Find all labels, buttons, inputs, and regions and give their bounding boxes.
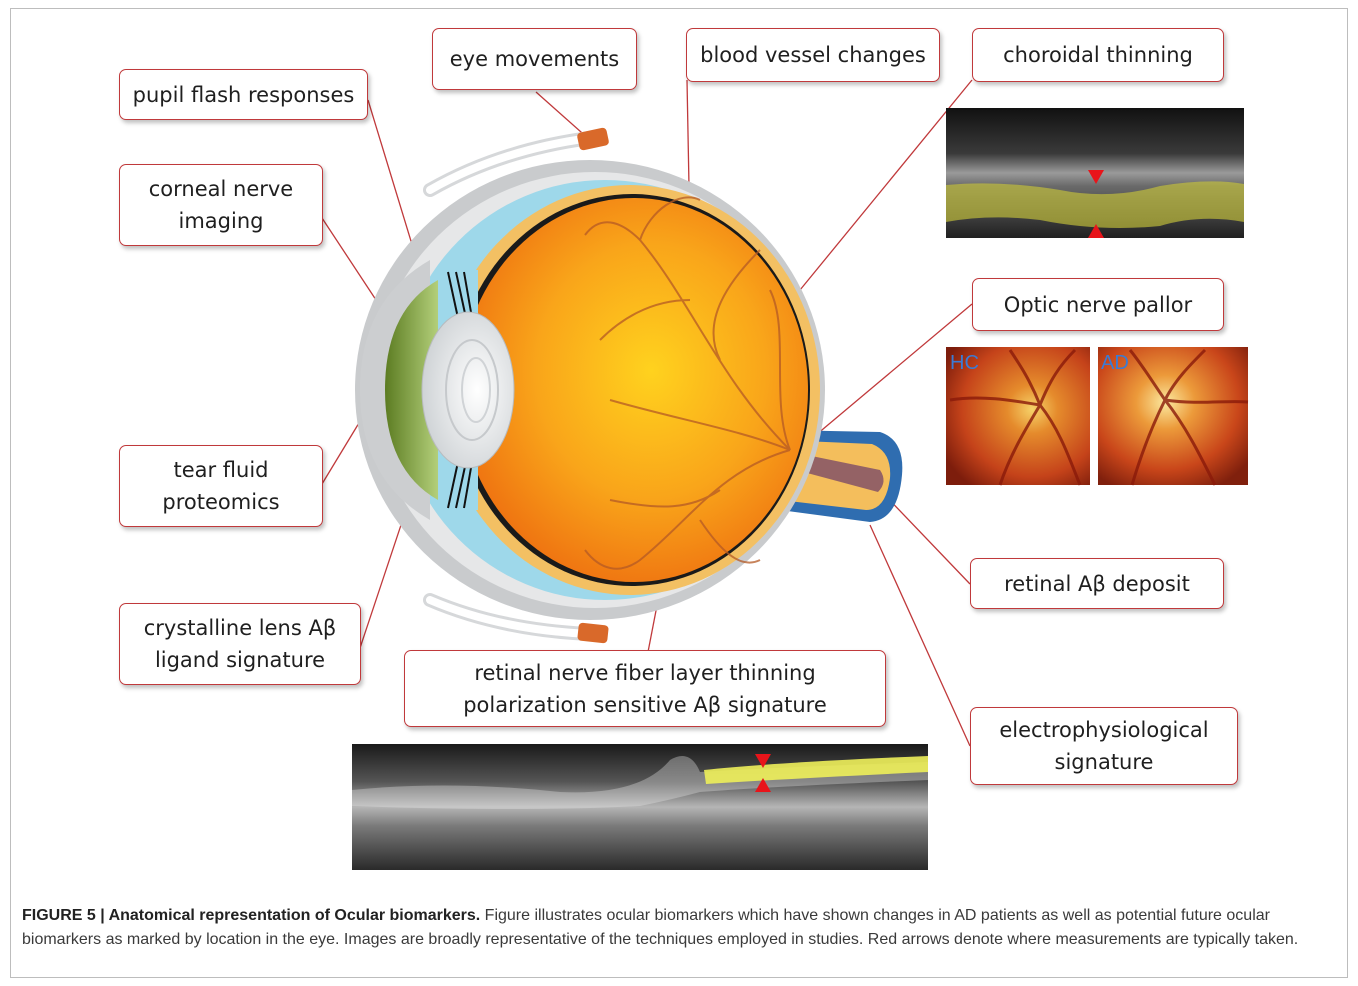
choroid-oct-image xyxy=(946,108,1244,238)
label-tear-line2: proteomics xyxy=(162,486,279,518)
label-rnfl-line2: polarization sensitive Aβ signature xyxy=(463,689,827,721)
label-crystalline-lens: crystalline lens Aβ ligand signature xyxy=(119,603,361,685)
label-tear-line1: tear fluid xyxy=(173,454,268,486)
label-blood-vessel-text: blood vessel changes xyxy=(700,39,926,71)
label-choroidal-thinning: choroidal thinning xyxy=(972,28,1224,82)
label-lens-line1: crystalline lens Aβ xyxy=(144,612,337,644)
label-retinal-abeta-deposit: retinal Aβ deposit xyxy=(970,558,1224,609)
rnfl-oct-image xyxy=(352,744,928,870)
label-electro-line1: electrophysiological xyxy=(999,714,1208,746)
figure-caption: FIGURE 5 | Anatomical representation of … xyxy=(22,904,1342,952)
label-choroidal-text: choroidal thinning xyxy=(1003,39,1193,71)
label-optic-nerve-text: Optic nerve pallor xyxy=(1004,289,1192,321)
caption-title: FIGURE 5 | Anatomical representation of … xyxy=(22,907,480,924)
label-optic-nerve-pallor: Optic nerve pallor xyxy=(972,278,1224,331)
label-pupil-flash-responses: pupil flash responses xyxy=(119,69,368,120)
label-pupil-flash-text: pupil flash responses xyxy=(133,79,355,111)
label-corneal-nerve-imaging: corneal nerve imaging xyxy=(119,164,323,246)
label-eye-movements-text: eye movements xyxy=(450,43,619,75)
label-tear-fluid-proteomics: tear fluid proteomics xyxy=(119,445,323,527)
label-corneal-line1: corneal nerve xyxy=(149,173,293,205)
label-lens-line2: ligand signature xyxy=(155,644,325,676)
label-retinal-deposit-text: retinal Aβ deposit xyxy=(1004,568,1190,600)
label-electrophysiological-signature: electrophysiological signature xyxy=(970,707,1238,785)
label-corneal-line2: imaging xyxy=(179,205,264,237)
label-electro-line2: signature xyxy=(1055,746,1154,778)
label-blood-vessel-changes: blood vessel changes xyxy=(686,28,940,82)
label-rnfl-line1: retinal nerve fiber layer thinning xyxy=(474,657,815,689)
fundus-tag-hc: HC xyxy=(950,352,979,375)
label-rnfl-thinning: retinal nerve fiber layer thinning polar… xyxy=(404,650,886,727)
fundus-tag-ad: AD xyxy=(1101,352,1129,375)
label-eye-movements: eye movements xyxy=(432,28,637,90)
